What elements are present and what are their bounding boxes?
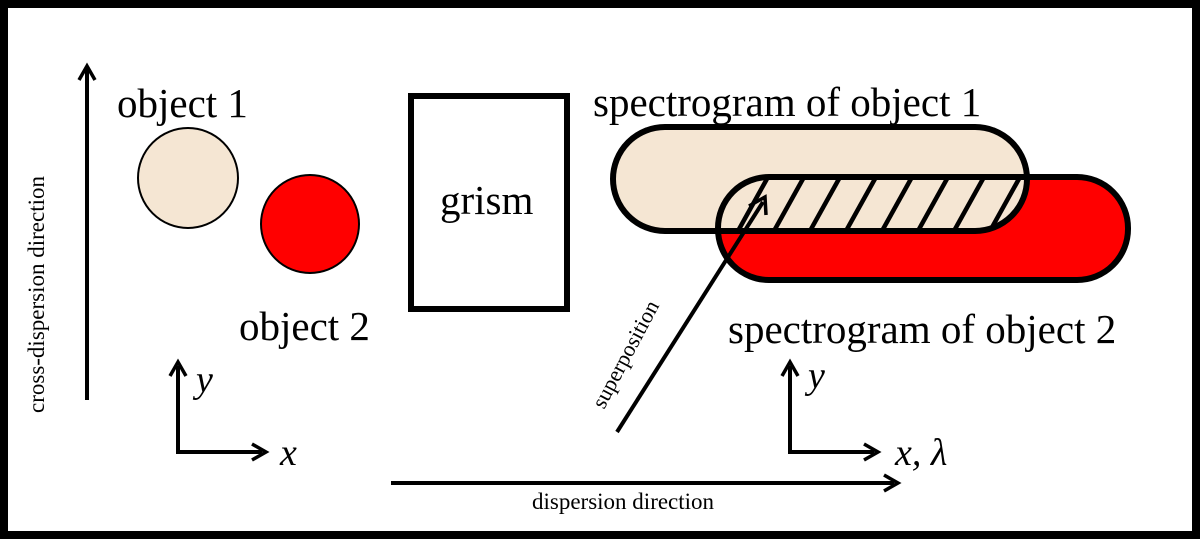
- spectrogram1-outline: [610, 124, 1030, 234]
- cross-dispersion-arrow: [77, 62, 97, 400]
- left-axes: [168, 358, 270, 462]
- right-axis-y-label: y: [804, 355, 825, 397]
- right-axes: [780, 358, 882, 462]
- object1-circle: [137, 127, 239, 229]
- left-axis-x-label: x: [279, 432, 297, 474]
- dispersion-arrow: [391, 473, 902, 493]
- superposition-region: [736, 177, 1027, 231]
- object2-circle: [260, 174, 360, 274]
- grism-label: grism: [440, 177, 534, 223]
- spectrogram1-label: spectrogram of object 1: [593, 79, 981, 125]
- grism-box: [408, 93, 570, 312]
- object1-label: object 1: [117, 80, 248, 126]
- cross-dispersion-label: cross-dispersion direction: [24, 176, 49, 413]
- left-axis-y-label: y: [192, 359, 213, 401]
- right-axis-x-label: x, λ: [894, 432, 947, 474]
- object2-label: object 2: [239, 303, 370, 349]
- spectrogram2-label: spectrogram of object 2: [728, 306, 1116, 352]
- dispersion-label: dispersion direction: [532, 489, 715, 514]
- superposition-arrow: [615, 194, 768, 434]
